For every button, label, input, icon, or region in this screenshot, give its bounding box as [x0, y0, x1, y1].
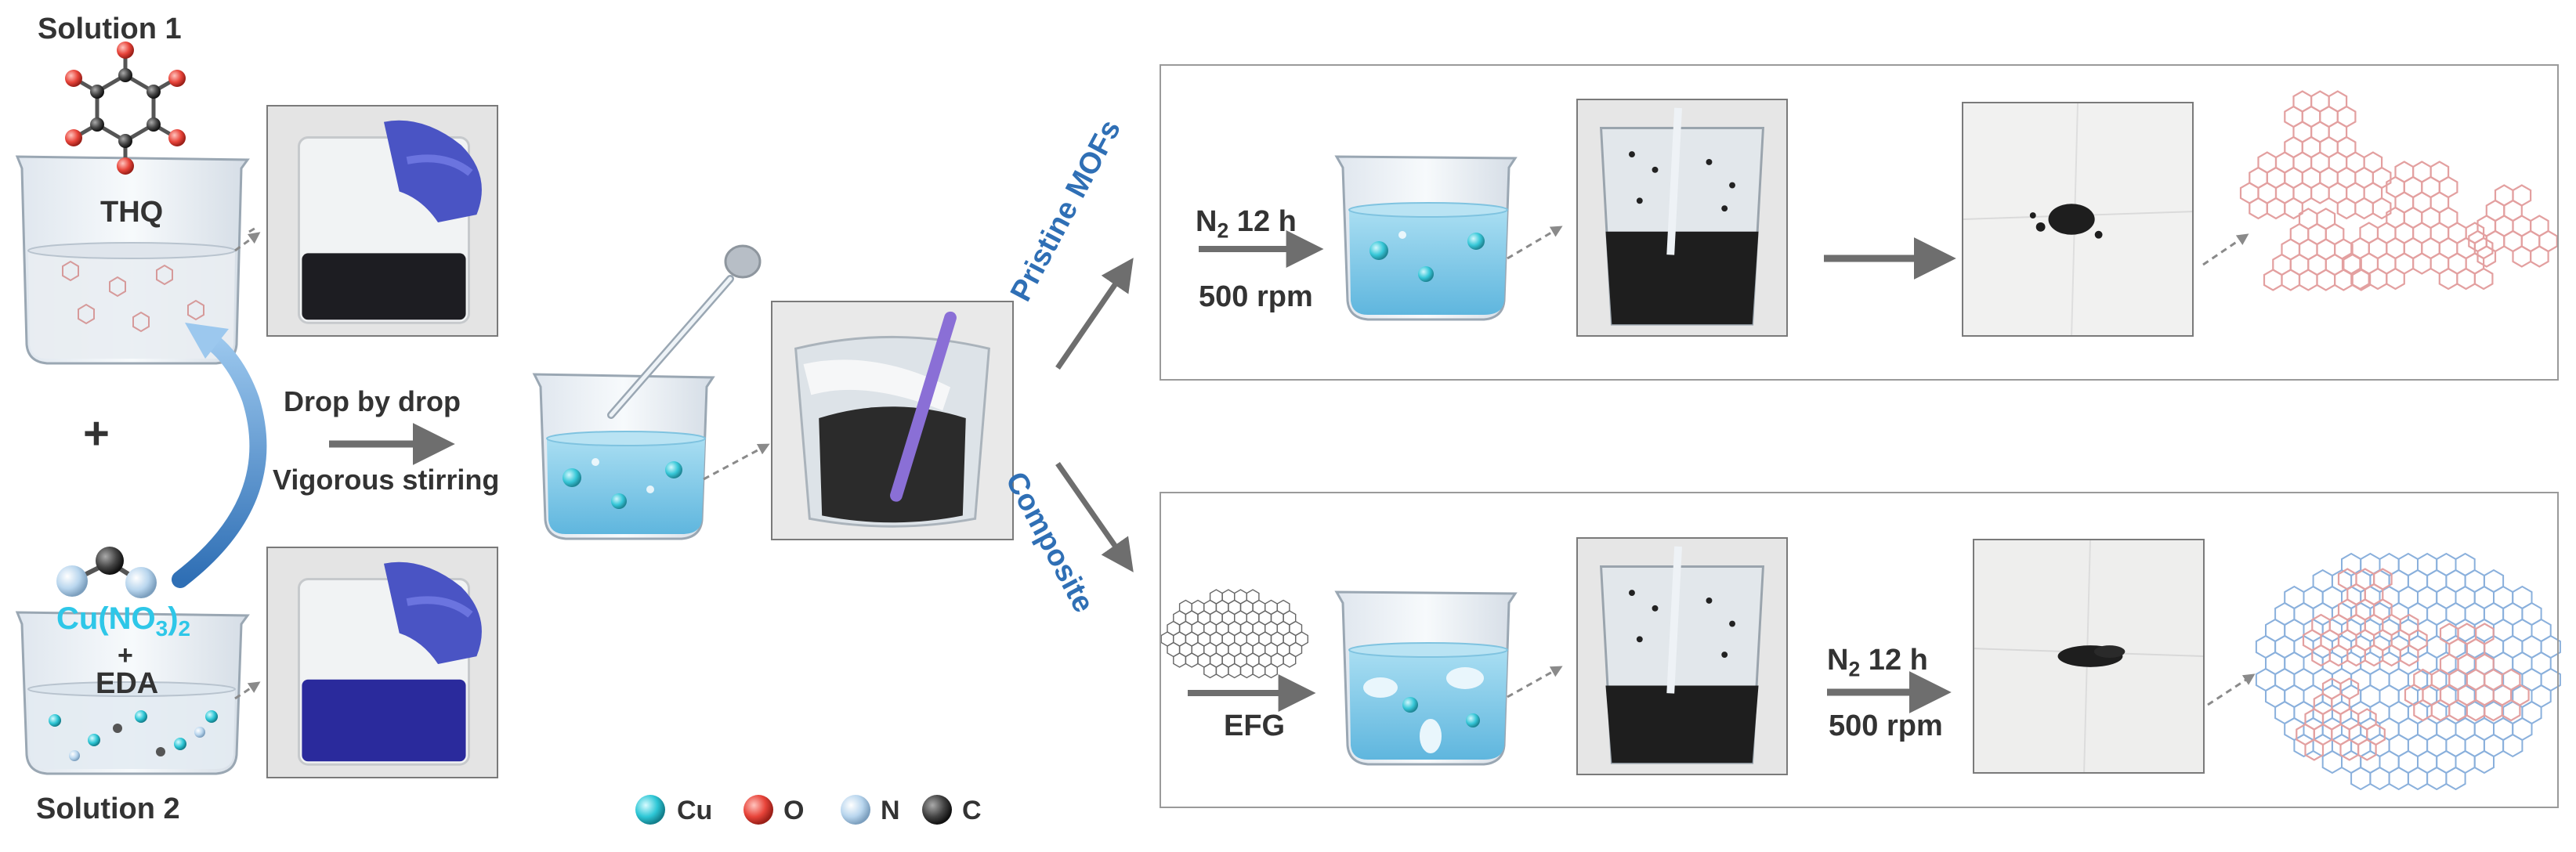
- mof-ring: [2304, 738, 2325, 761]
- beaker-solution-1: [15, 155, 250, 365]
- panel-pristine-mofs: [1160, 64, 2559, 381]
- photo-top-powder: [1962, 102, 2194, 337]
- curved-transfer-arrowhead: [185, 323, 229, 359]
- graphene-ring: [2473, 749, 2495, 774]
- legend-n-label: N: [881, 796, 900, 825]
- dashed-arrow-7: [2207, 673, 2256, 706]
- legend-o-label: O: [783, 796, 805, 825]
- beaker-bottom-panel: [1334, 590, 1518, 766]
- graphene-ring: [1264, 662, 1279, 679]
- photo-solution-1: [266, 105, 498, 337]
- mof-ring: [2284, 197, 2303, 220]
- graphene-ring: [2502, 733, 2524, 758]
- efg-graphene-sheet: [1160, 589, 1309, 679]
- curved-transfer-arrow: [172, 328, 267, 588]
- atom-legend: [635, 795, 952, 825]
- photo-bottom-powder: [1973, 539, 2205, 774]
- thq-molecule-icon: [65, 42, 186, 175]
- cu-no3-label: Cu(NO3)2: [56, 601, 191, 641]
- mof-ring: [2399, 644, 2419, 667]
- legend-cu-label: Cu: [677, 796, 713, 825]
- plus-label: +: [83, 408, 110, 459]
- beaker-mixing: [532, 373, 715, 540]
- mof-ring: [2473, 267, 2494, 291]
- photo-solution-2: [266, 547, 498, 778]
- beaker-top-panel: [1334, 155, 1518, 321]
- mof-ring: [2530, 245, 2549, 268]
- graphene-ring: [2445, 766, 2466, 791]
- mof-ring: [2372, 197, 2392, 220]
- vigorous-stirring-label: Vigorous stirring: [273, 464, 500, 496]
- bottom-rpm-label: 500 rpm: [1829, 709, 1943, 742]
- photo-bottom-beaker: [1576, 537, 1788, 775]
- branch-arrow-down: [1055, 461, 1134, 572]
- efg-label: EFG: [1224, 709, 1286, 742]
- beaker-solution-2: [15, 611, 250, 775]
- branch-arrow-up: [1055, 258, 1134, 370]
- dashed-arrow-2: [234, 681, 261, 700]
- legend-n-icon: [841, 795, 870, 825]
- mof-ring: [2501, 699, 2521, 722]
- plus-small-label: +: [118, 641, 133, 670]
- dashed-arrow-1: [248, 226, 258, 233]
- legend-cu-icon: [635, 795, 665, 825]
- eda-label: EDA: [96, 667, 159, 700]
- mof-ring: [2386, 267, 2405, 291]
- legend-c-icon: [922, 795, 952, 825]
- mof-ring: [2351, 269, 2372, 291]
- solution-1-label: Solution 1: [38, 13, 182, 45]
- bottom-n2-label: N2 12 h: [1827, 644, 1928, 681]
- legend-o-icon: [743, 795, 773, 825]
- photo-top-beaker: [1576, 99, 1788, 337]
- solution-2-label: Solution 2: [36, 792, 180, 825]
- pipette-icon: [607, 244, 762, 419]
- legend-c-label: C: [962, 796, 982, 825]
- top-rpm-label: 500 rpm: [1199, 280, 1313, 313]
- dashed-arrow-1b: [234, 232, 261, 252]
- top-n2-label: N2 12 h: [1196, 205, 1297, 243]
- mof-ring: [2357, 738, 2377, 761]
- composite-mof-layer: [2296, 568, 2530, 761]
- dashed-arrow-5: [2202, 233, 2249, 266]
- panel-composite: [1160, 492, 2559, 808]
- composite-graphene-layer: [2255, 552, 2561, 791]
- thq-label: THQ: [100, 196, 164, 229]
- mof-structure-top: [2239, 90, 2558, 291]
- dashed-arrow-3: [703, 443, 770, 481]
- eda-molecule-icon: [56, 547, 157, 598]
- photo-mixing: [771, 301, 1014, 540]
- mof-ring: [2477, 245, 2497, 268]
- drop-by-drop-label: Drop by drop: [284, 385, 461, 417]
- graphene-ring: [1283, 652, 1297, 668]
